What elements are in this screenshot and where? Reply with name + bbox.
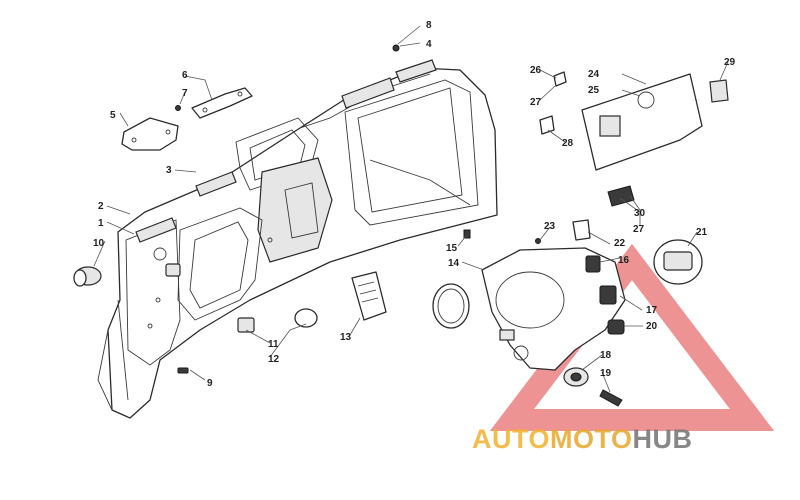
latch-part-29 (709, 79, 729, 103)
callout-label: 29 (724, 57, 736, 68)
callout-label: 30 (634, 208, 646, 219)
switch-part-17 (599, 285, 617, 305)
callout-label: 25 (588, 85, 600, 96)
gauge-part-21 (653, 239, 703, 285)
callout-label: 10 (93, 238, 105, 249)
screw-part-8 (392, 44, 400, 52)
switch-part-16 (585, 255, 601, 273)
clip-part-22 (572, 219, 591, 241)
screw-part-7 (175, 105, 181, 111)
callout-label: 9 (207, 378, 213, 389)
connector-part-20 (607, 319, 625, 335)
switch-panel-part-13 (351, 271, 387, 321)
screw-part-9 (177, 367, 189, 374)
svg-text:AUTOMOTOHUB: AUTOMOTOHUB (472, 424, 693, 454)
clip-part-26 (553, 71, 567, 87)
instrument-bezel-part-14 (481, 247, 626, 371)
callout-label: 4 (426, 39, 432, 50)
callout-label: 20 (646, 321, 658, 332)
watermark-logo: AUTOMOTOHUB (472, 424, 693, 454)
callout-label: 16 (618, 255, 630, 266)
latch-part-30 (607, 185, 635, 207)
dashboard-main-body (97, 59, 498, 419)
screw-part-15 (463, 229, 471, 239)
callout-label: 14 (448, 258, 460, 269)
callout-label: 3 (166, 165, 172, 176)
callout-label: 22 (614, 238, 626, 249)
cap-part-11 (237, 317, 255, 333)
callout-label: 7 (182, 88, 188, 99)
ring-part-large (432, 283, 470, 329)
callout-label: 5 (110, 110, 116, 121)
bracket-part-5 (121, 117, 179, 151)
callout-label: 21 (696, 227, 708, 238)
callout-labels: 1 2 3 4 5 6 7 8 9 10 11 12 13 14 15 16 1… (93, 20, 736, 389)
callout-label: 17 (646, 305, 658, 316)
callout-label: 19 (600, 368, 612, 379)
callout-label: 6 (182, 70, 188, 81)
watermark-auto: AUTO (472, 424, 550, 454)
screw-part-23 (535, 238, 541, 244)
clip-part-28 (539, 115, 555, 135)
key-part-19 (599, 389, 623, 407)
callout-label: 15 (446, 243, 458, 254)
cap-part-12 (294, 308, 318, 328)
callout-label: 26 (530, 65, 542, 76)
callout-label: 28 (562, 138, 574, 149)
callout-label: 12 (268, 354, 280, 365)
callout-label: 2 (98, 201, 104, 212)
cover-part-24 (581, 73, 703, 171)
watermark-hub: HUB (633, 424, 693, 454)
callout-label: 27 (530, 97, 542, 108)
ignition-part-18 (563, 367, 589, 387)
callout-label: 11 (268, 339, 279, 350)
bracket-part-6 (191, 87, 253, 119)
watermark-moto: MOTO (550, 424, 633, 454)
callout-label: 27 (633, 224, 645, 235)
callout-label: 18 (600, 350, 612, 361)
callout-label: 24 (588, 69, 600, 80)
callout-label: 23 (544, 221, 556, 232)
callout-label: 13 (340, 332, 352, 343)
leader-lines (93, 25, 729, 393)
knob-part-10 (73, 266, 102, 287)
callout-label: 8 (426, 20, 432, 31)
callout-label: 1 (98, 218, 104, 229)
